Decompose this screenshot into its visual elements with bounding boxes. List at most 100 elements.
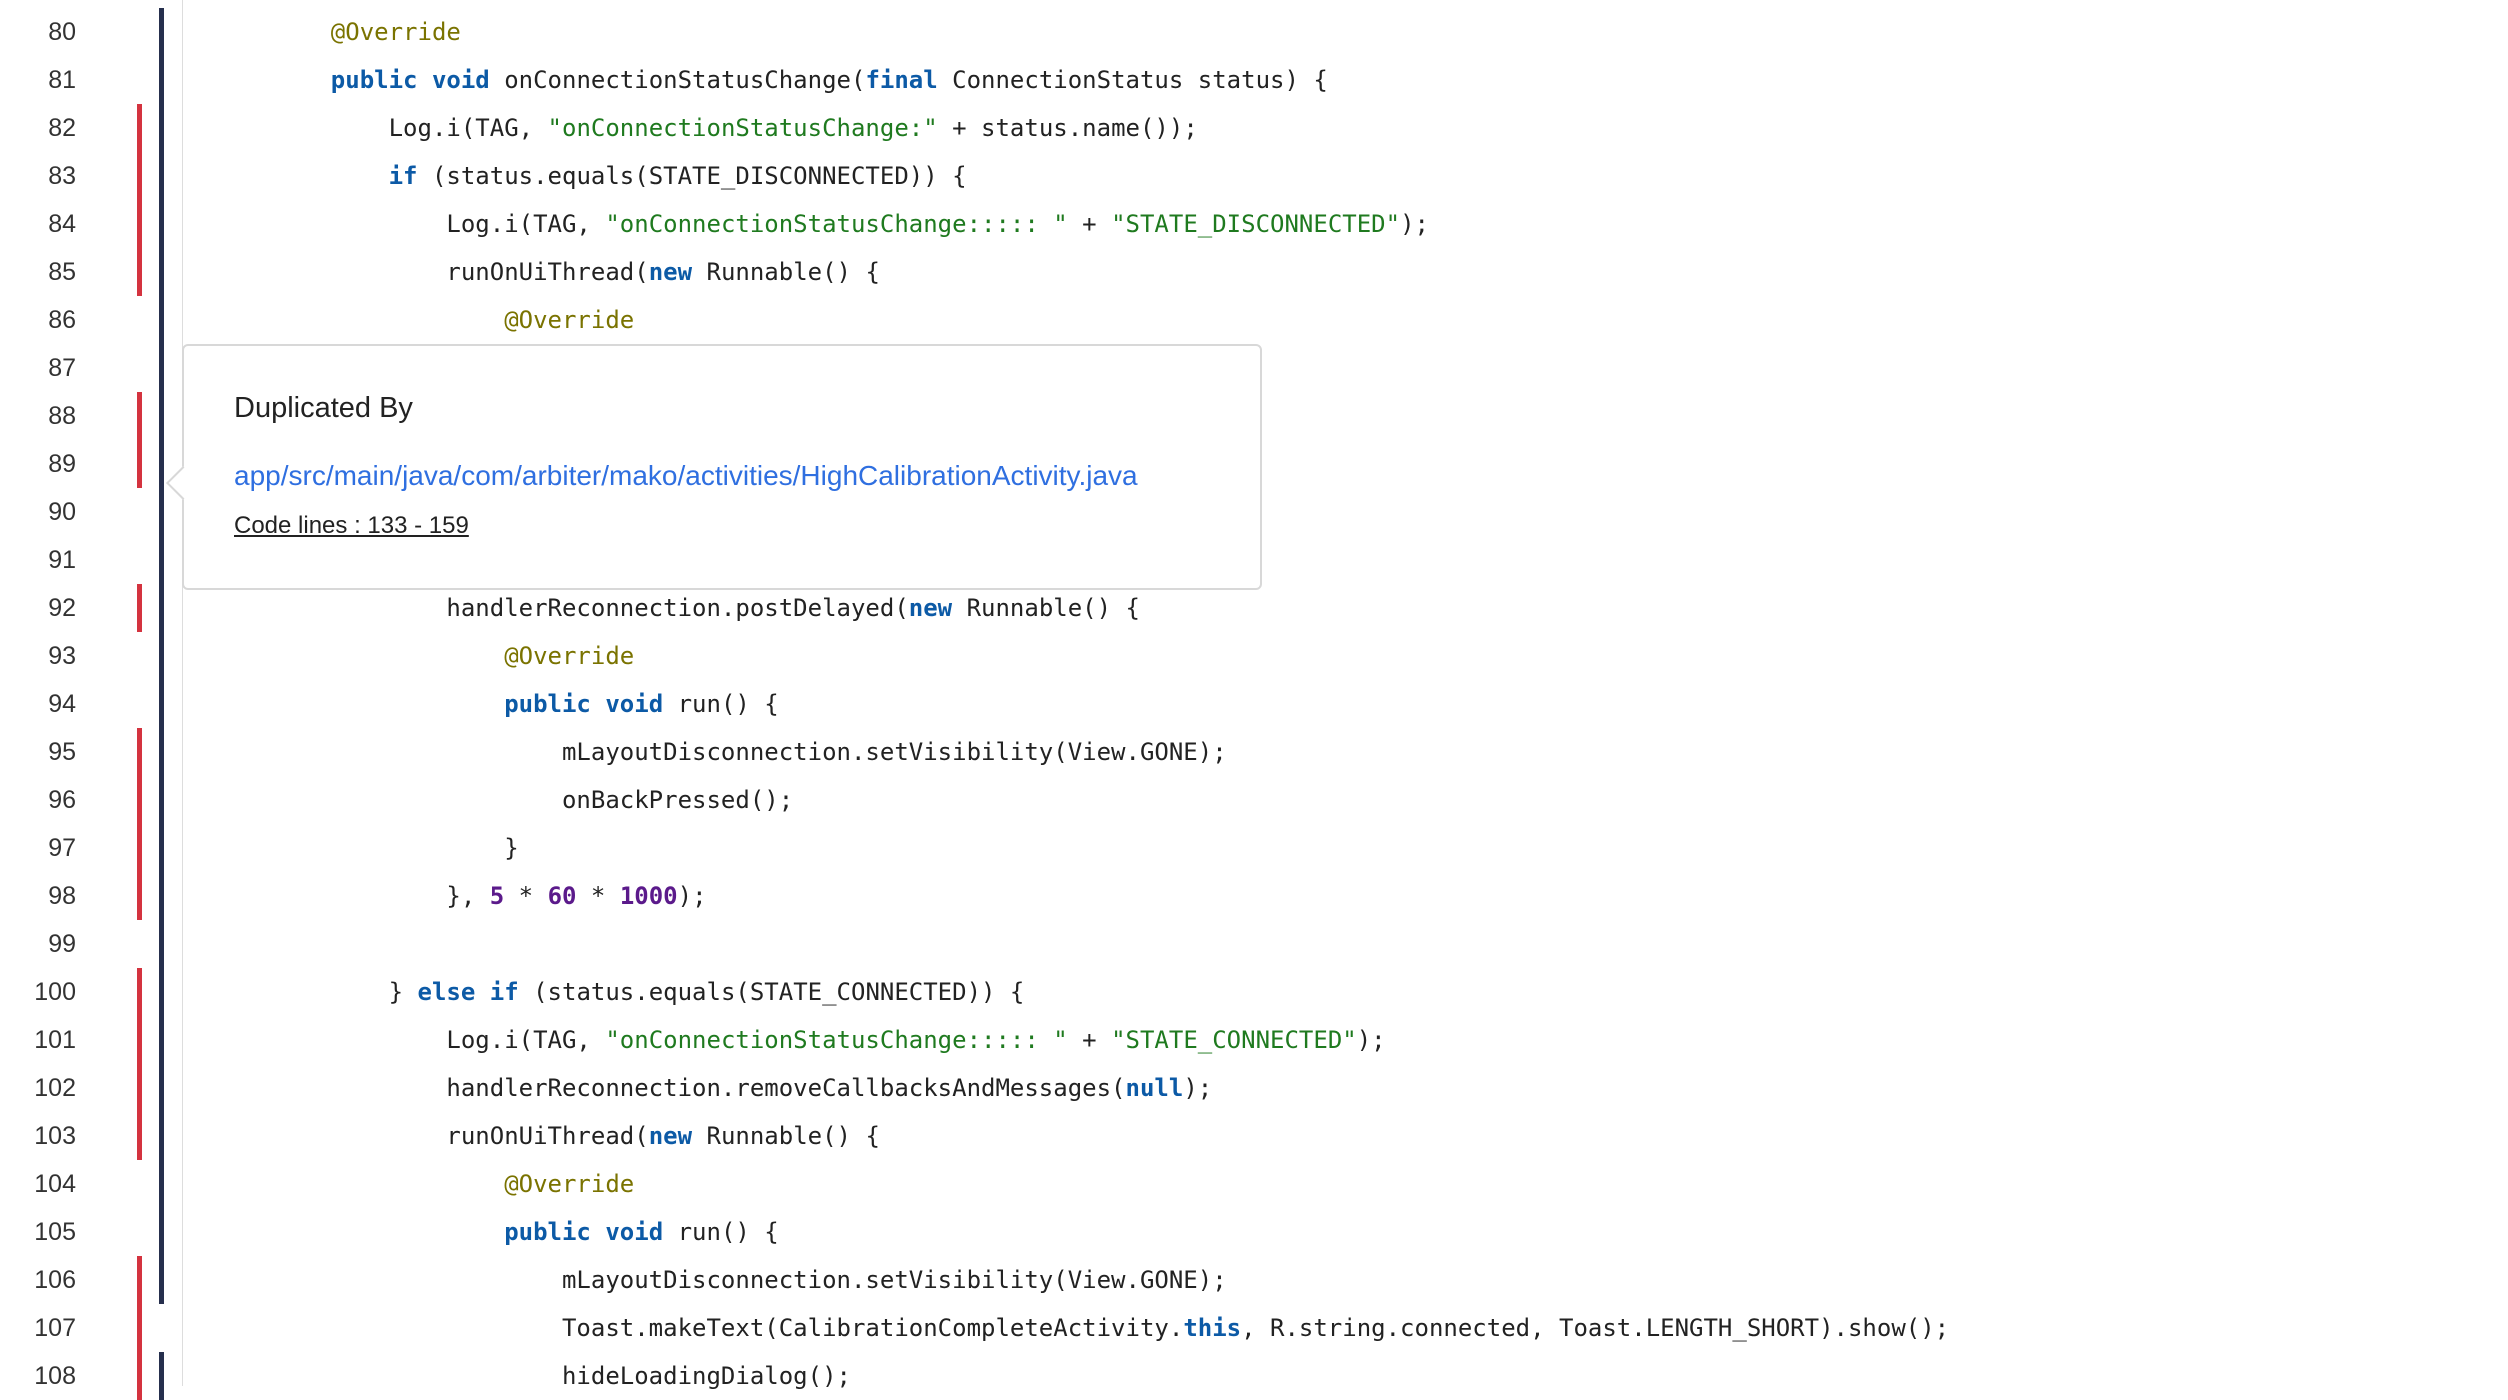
line-number[interactable]: 80	[48, 18, 76, 46]
code-text: Runnable() {	[692, 258, 880, 286]
keyword: final	[865, 66, 938, 94]
line-number[interactable]: 87	[48, 354, 76, 382]
duplication-marker[interactable]	[137, 152, 142, 200]
line-number[interactable]: 104	[34, 1170, 76, 1198]
duplication-marker[interactable]	[137, 584, 142, 632]
keyword: if	[489, 978, 519, 1006]
line-number[interactable]: 94	[48, 690, 76, 718]
source-code: hideLoadingDialog();	[273, 1352, 851, 1400]
line-number[interactable]: 103	[34, 1122, 76, 1150]
duplication-marker[interactable]	[137, 872, 142, 920]
duplication-marker[interactable]	[137, 248, 142, 296]
code-line: 80 @Override	[0, 8, 2508, 56]
duplication-marker[interactable]	[137, 104, 142, 152]
duplication-marker[interactable]	[137, 1352, 142, 1400]
duplication-marker[interactable]	[137, 392, 142, 440]
line-number[interactable]: 108	[34, 1362, 76, 1390]
source-code: mLayoutDisconnection.setVisibility(View.…	[273, 728, 1227, 776]
line-number[interactable]: 86	[48, 306, 76, 334]
coverage-marker	[159, 536, 164, 584]
coverage-marker	[159, 8, 164, 56]
coverage-marker	[159, 248, 164, 296]
code-line: 93 @Override	[0, 632, 2508, 680]
coverage-marker	[159, 920, 164, 968]
coverage-marker	[159, 344, 164, 392]
line-number[interactable]: 85	[48, 258, 76, 286]
source-code: runOnUiThread(new Runnable() {	[273, 1112, 880, 1160]
line-number[interactable]: 96	[48, 786, 76, 814]
keyword: this	[1183, 1314, 1242, 1342]
line-number[interactable]: 88	[48, 402, 76, 430]
coverage-marker	[159, 104, 164, 152]
duplication-marker[interactable]	[137, 440, 142, 488]
coverage-marker	[159, 200, 164, 248]
coverage-marker	[159, 1256, 164, 1304]
line-number[interactable]: 83	[48, 162, 76, 190]
code-text: run() {	[663, 690, 779, 718]
source-code: public void run() {	[273, 680, 779, 728]
code-text: handlerReconnection.postDelayed(	[273, 594, 909, 622]
duplication-marker[interactable]	[137, 968, 142, 1016]
keyword: else	[417, 978, 476, 1006]
gutter-separator	[182, 0, 183, 1386]
source-code: Log.i(TAG, "onConnectionStatusChange::::…	[273, 1016, 1385, 1064]
line-number[interactable]: 106	[34, 1266, 76, 1294]
source-code: @Override	[273, 1160, 634, 1208]
duplication-marker[interactable]	[137, 1016, 142, 1064]
source-code: onBackPressed();	[273, 776, 793, 824]
code-text: handlerReconnection.removeCallbacksAndMe…	[273, 1074, 1126, 1102]
line-number[interactable]: 98	[48, 882, 76, 910]
line-number[interactable]: 91	[48, 546, 76, 574]
coverage-marker	[159, 440, 164, 488]
code-line: 86 @Override	[0, 296, 2508, 344]
annotation: @Override	[504, 1170, 635, 1198]
duplication-marker[interactable]	[137, 824, 142, 872]
line-number[interactable]: 90	[48, 498, 76, 526]
code-line: 102 handlerReconnection.removeCallbacksA…	[0, 1064, 2508, 1112]
coverage-marker	[159, 1016, 164, 1064]
keyword: void	[431, 66, 490, 94]
code-text: Log.i(TAG,	[273, 114, 548, 142]
line-number[interactable]: 93	[48, 642, 76, 670]
duplication-tooltip: Duplicated By app/src/main/java/com/arbi…	[182, 344, 1262, 590]
duplication-marker[interactable]	[137, 200, 142, 248]
coverage-marker	[159, 392, 164, 440]
line-number[interactable]: 95	[48, 738, 76, 766]
code-text	[273, 306, 504, 334]
code-line: 95 mLayoutDisconnection.setVisibility(Vi…	[0, 728, 2508, 776]
line-number[interactable]: 102	[34, 1074, 76, 1102]
line-number[interactable]: 82	[48, 114, 76, 142]
duplication-marker[interactable]	[137, 1112, 142, 1160]
line-number[interactable]: 97	[48, 834, 76, 862]
duplication-marker[interactable]	[137, 1304, 142, 1352]
line-number[interactable]: 92	[48, 594, 76, 622]
line-number[interactable]: 81	[48, 66, 76, 94]
code-line: 84 Log.i(TAG, "onConnectionStatusChange:…	[0, 200, 2508, 248]
line-number[interactable]: 84	[48, 210, 76, 238]
duplicate-code-lines-link[interactable]: Code lines : 133 - 159	[234, 512, 469, 539]
duplicate-file-link[interactable]: app/src/main/java/com/arbiter/mako/activ…	[234, 460, 1138, 491]
code-text	[591, 1218, 605, 1246]
duplication-marker[interactable]	[137, 728, 142, 776]
line-number[interactable]: 100	[34, 978, 76, 1006]
keyword: new	[908, 594, 953, 622]
code-text: +	[1067, 1026, 1112, 1054]
line-number[interactable]: 89	[48, 450, 76, 478]
coverage-marker	[159, 488, 164, 536]
annotation: @Override	[504, 642, 635, 670]
code-line: 101 Log.i(TAG, "onConnectionStatusChange…	[0, 1016, 2508, 1064]
line-number[interactable]: 101	[34, 1026, 76, 1054]
coverage-marker	[159, 632, 164, 680]
line-number[interactable]: 99	[48, 930, 76, 958]
duplication-marker[interactable]	[137, 776, 142, 824]
duplication-marker[interactable]	[137, 1256, 142, 1304]
source-code: @Override	[273, 8, 461, 56]
line-number[interactable]: 107	[34, 1314, 76, 1342]
coverage-marker	[159, 680, 164, 728]
source-code: } else if (status.equals(STATE_CONNECTED…	[273, 968, 1025, 1016]
keyword: if	[388, 162, 418, 190]
duplication-marker[interactable]	[137, 1064, 142, 1112]
line-number[interactable]: 105	[34, 1218, 76, 1246]
code-line: 103 runOnUiThread(new Runnable() {	[0, 1112, 2508, 1160]
number-literal: 1000	[619, 882, 678, 910]
